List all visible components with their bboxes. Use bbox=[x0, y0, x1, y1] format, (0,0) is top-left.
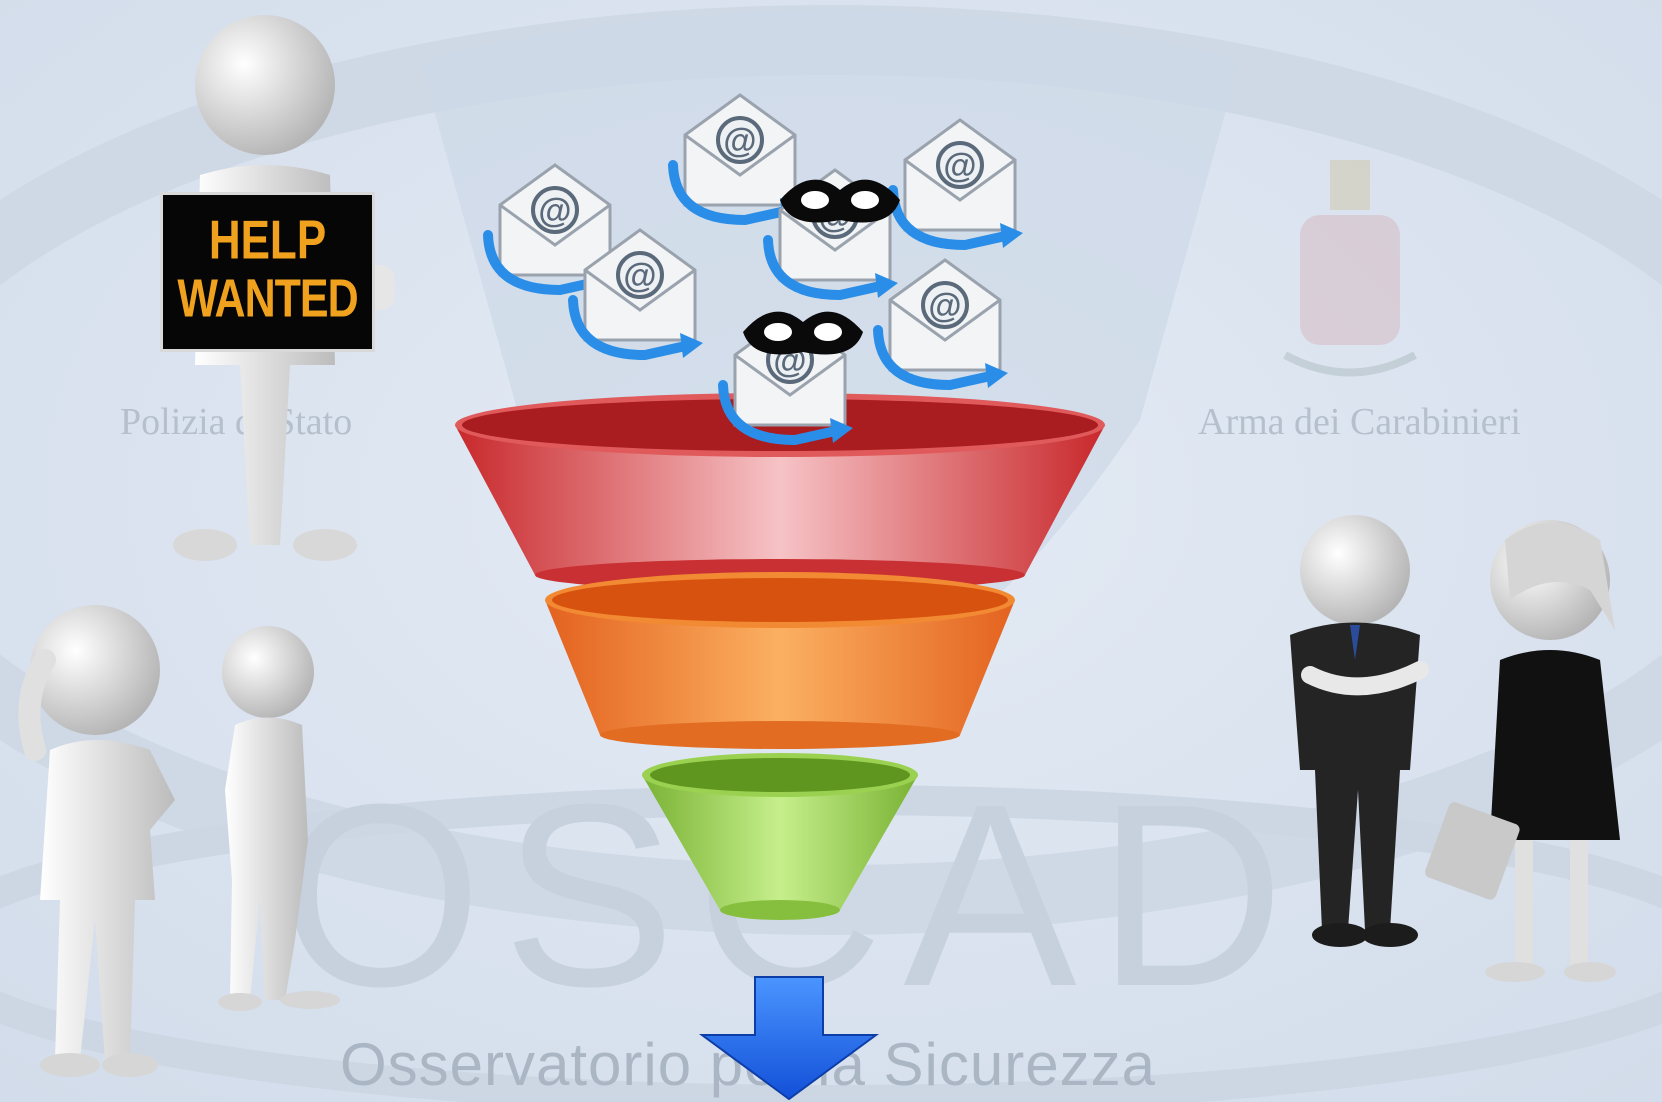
sign-line1: HELP bbox=[208, 209, 327, 271]
filter-funnel bbox=[455, 393, 1105, 920]
polizia-watermark: Polizia di Stato bbox=[120, 401, 353, 443]
confused-figures bbox=[18, 605, 340, 1077]
help-wanted-sign: HELP WANTED bbox=[160, 192, 375, 352]
business-figures bbox=[1290, 515, 1620, 982]
funnel-bottom-tier bbox=[642, 753, 918, 920]
email-envelope-icon bbox=[893, 120, 1023, 248]
sign-line2: WANTED bbox=[177, 268, 358, 329]
arma-watermark: Arma dei Carabinieri bbox=[1198, 401, 1521, 443]
email-envelope-icon bbox=[878, 260, 1008, 388]
email-cloud: @ bbox=[480, 80, 1080, 460]
thief-mask-icon bbox=[743, 311, 863, 355]
funnel-middle-tier bbox=[545, 572, 1015, 749]
down-arrow-icon bbox=[698, 976, 880, 1100]
crest-watermark bbox=[1283, 160, 1417, 377]
